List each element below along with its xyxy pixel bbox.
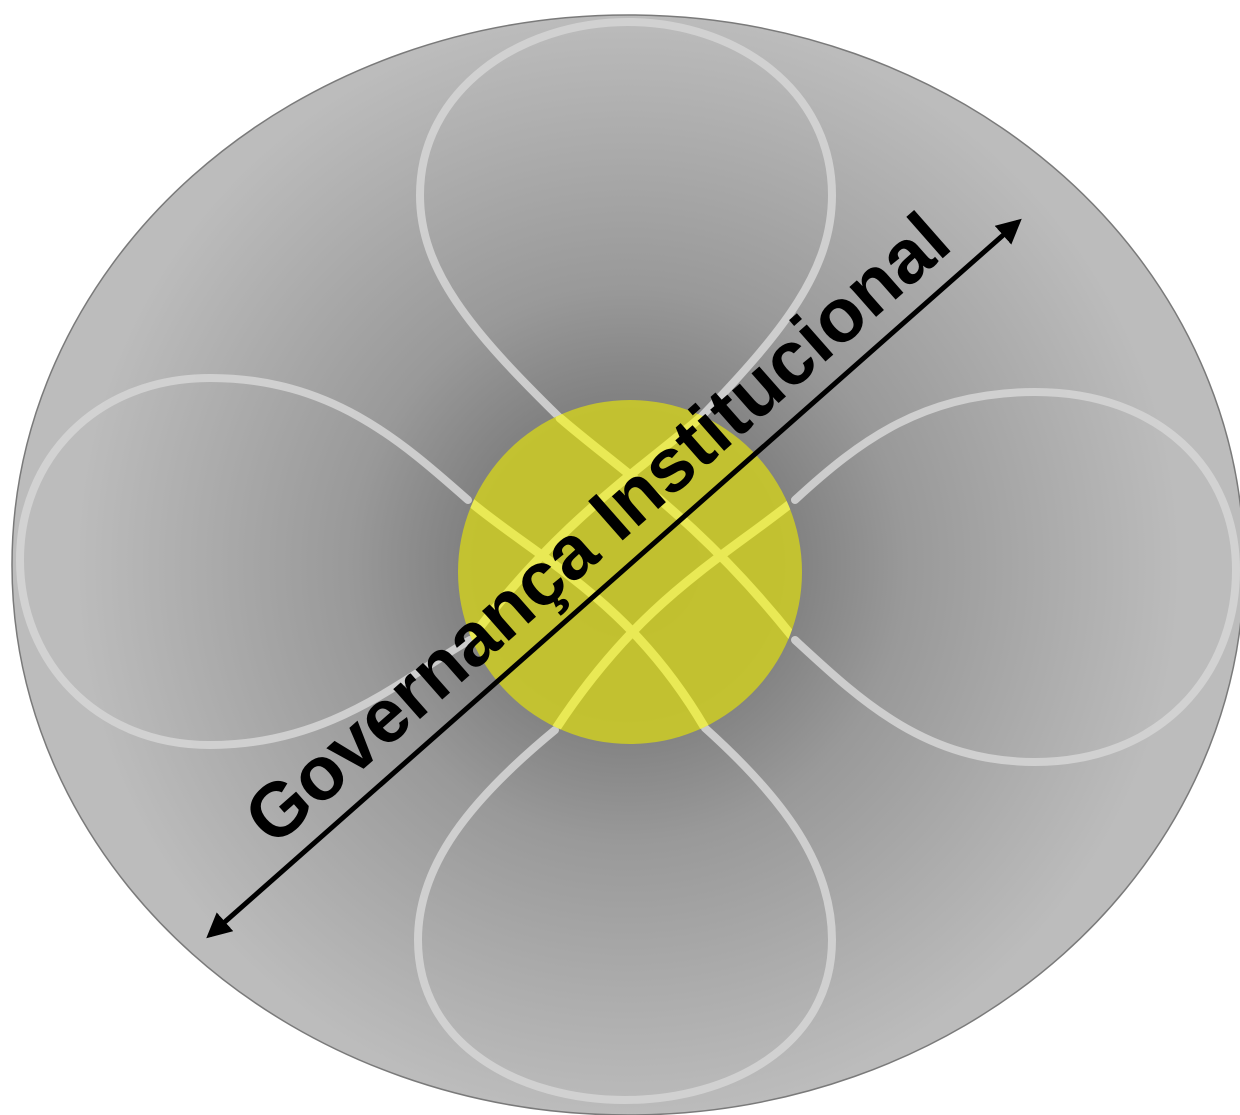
governance-diagram: Governança Institucional — [0, 0, 1240, 1115]
diagram-canvas: Governança Institucional — [0, 0, 1240, 1115]
